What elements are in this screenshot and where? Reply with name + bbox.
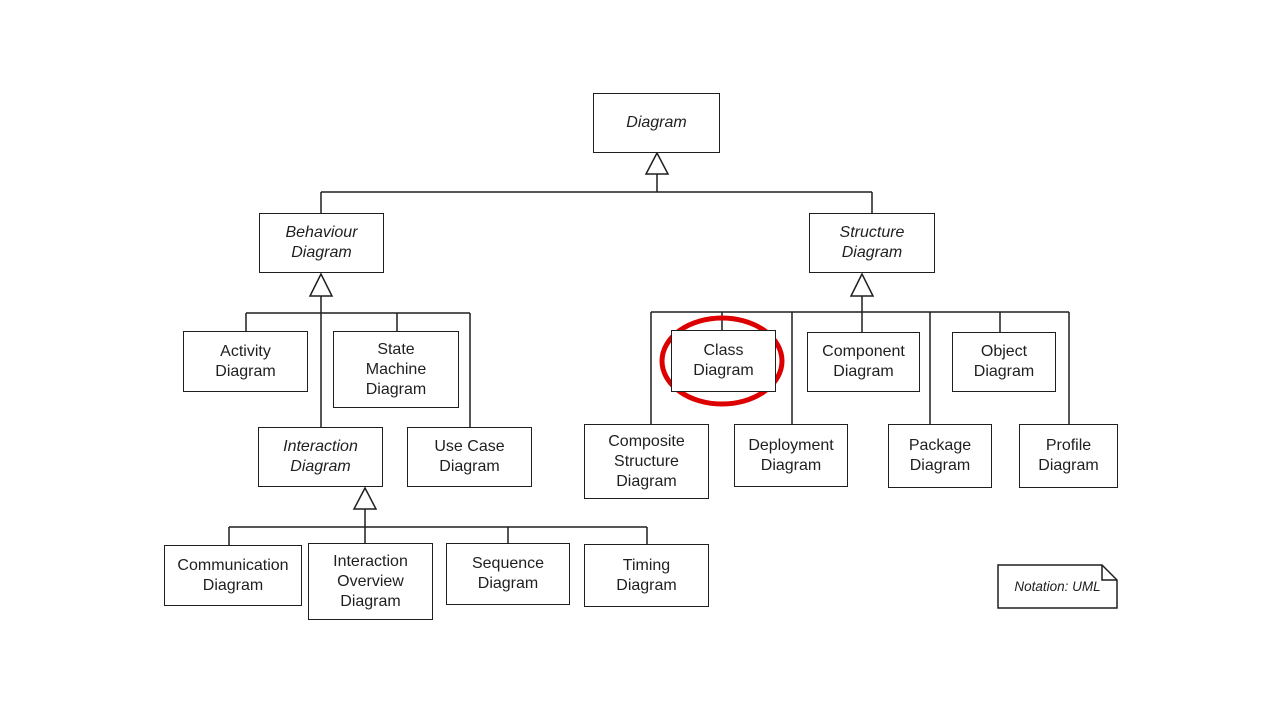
node-use-case-diagram: Use Case Diagram — [407, 427, 532, 487]
node-state-machine-diagram: State Machine Diagram — [333, 331, 459, 408]
arrowhead-to-behaviour — [308, 272, 334, 297]
node-sequence-diagram: Sequence Diagram — [446, 543, 570, 605]
node-communication-diagram: Communication Diagram — [164, 545, 302, 606]
node-diagram: Diagram — [593, 93, 720, 153]
generalization-arrowheads — [308, 151, 875, 510]
node-interaction-diagram: Interaction Diagram — [258, 427, 383, 487]
arrowhead-to-diagram — [644, 151, 670, 175]
node-class-diagram: Class Diagram — [671, 330, 776, 392]
node-object-diagram: Object Diagram — [952, 332, 1056, 392]
note-outline — [997, 564, 1118, 609]
arrowhead-to-interaction — [352, 486, 378, 510]
notation-note-label: Notation: UML — [1014, 579, 1101, 594]
note-shape — [997, 564, 1118, 609]
node-deployment-diagram: Deployment Diagram — [734, 424, 848, 487]
node-package-diagram: Package Diagram — [888, 424, 992, 488]
connector-lines — [228, 174, 1070, 545]
highlight-ellipse — [659, 315, 785, 407]
node-activity-diagram: Activity Diagram — [183, 331, 308, 392]
node-behaviour-diagram: Behaviour Diagram — [259, 213, 384, 273]
note-fold-corner — [1101, 565, 1117, 581]
node-timing-diagram: Timing Diagram — [584, 544, 709, 607]
node-interaction-overview-diagram: Interaction Overview Diagram — [308, 543, 433, 620]
node-structure-diagram: Structure Diagram — [809, 213, 935, 273]
arrowhead-to-structure — [849, 272, 875, 297]
node-composite-structure-diagram: Composite Structure Diagram — [584, 424, 709, 499]
node-profile-diagram: Profile Diagram — [1019, 424, 1118, 488]
node-component-diagram: Component Diagram — [807, 332, 920, 392]
